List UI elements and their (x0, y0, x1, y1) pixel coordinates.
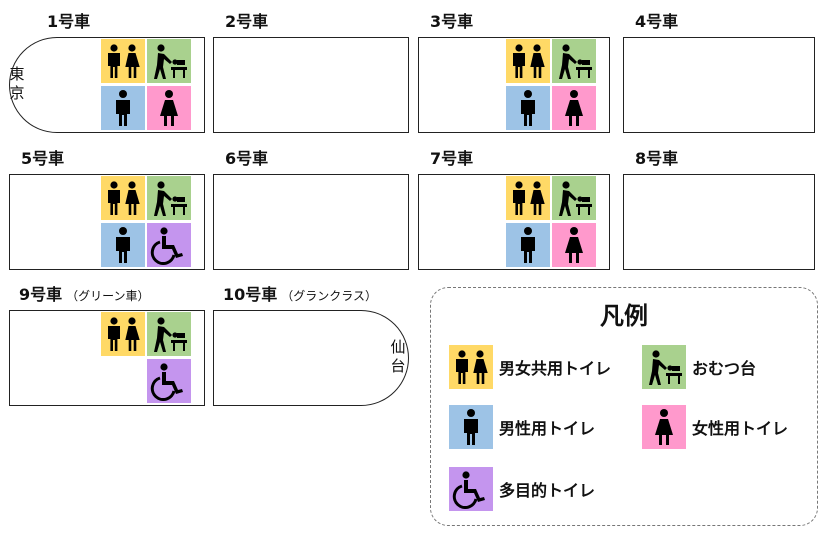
diaper-toilet-icon (147, 312, 191, 356)
male-toilet-icon (101, 223, 145, 267)
legend-label: 男性用トイレ (499, 419, 596, 438)
accessible-icon (449, 467, 493, 511)
unisex-toilet-icon (506, 176, 550, 220)
male-toilet-icon (506, 86, 550, 130)
legend: 凡例 男女共用トイレ おむつ台男性用トイレ 女性用トイレ多目的トイレ (430, 287, 818, 526)
unisex-toilet-icon (101, 176, 145, 220)
car-body (213, 174, 409, 270)
legend-label: おむつ台 (692, 359, 757, 378)
diaper-icon (642, 345, 686, 389)
unisex-toilet-icon (101, 39, 145, 83)
car-number: 10号車 (223, 285, 278, 304)
car-label: 2号車 (225, 13, 268, 31)
car-body (213, 310, 409, 406)
car-number: 9号車 (19, 285, 63, 304)
legend-item-male: 男性用トイレ (449, 405, 595, 449)
car-body (213, 37, 409, 133)
legend-label: 多目的トイレ (499, 481, 596, 500)
car-number: 3号車 (430, 12, 474, 31)
male-icon (449, 405, 493, 449)
legend-label: 男女共用トイレ (499, 359, 612, 378)
car-number: 5号車 (21, 149, 65, 168)
car-number: 7号車 (430, 149, 474, 168)
car-number: 6号車 (225, 149, 269, 168)
car-body (623, 174, 815, 270)
legend-item-accessible: 多目的トイレ (449, 467, 595, 511)
car-number: 8号車 (635, 149, 679, 168)
car-label: 10号車（グランクラス） (223, 286, 377, 305)
car-body (623, 37, 815, 133)
female-toilet-icon (552, 86, 596, 130)
diaper-toilet-icon (552, 176, 596, 220)
legend-label: 女性用トイレ (692, 419, 789, 438)
female-toilet-icon (147, 86, 191, 130)
male-toilet-icon (101, 86, 145, 130)
car-number: 1号車 (47, 12, 91, 31)
accessible-toilet-icon (147, 223, 191, 267)
unisex-toilet-icon (506, 39, 550, 83)
destination-left: 京 (9, 84, 25, 102)
car-label: 9号車（グリーン車） (19, 286, 150, 305)
car-label: 8号車 (635, 150, 678, 168)
car-class: （グランクラス） (281, 289, 378, 303)
legend-item-female: 女性用トイレ (642, 405, 788, 449)
unisex-icon (449, 345, 493, 389)
unisex-toilet-icon (101, 312, 145, 356)
diaper-toilet-icon (147, 176, 191, 220)
female-icon (642, 405, 686, 449)
car-label: 5号車 (21, 150, 64, 168)
car-label: 7号車 (430, 150, 473, 168)
car-number: 4号車 (635, 12, 679, 31)
destination-right: 台 (390, 357, 406, 375)
car-label: 4号車 (635, 13, 678, 31)
destination-left: 東 (9, 65, 25, 83)
legend-item-diaper: おむつ台 (642, 345, 756, 389)
car-label: 3号車 (430, 13, 473, 31)
diaper-toilet-icon (552, 39, 596, 83)
legend-title: 凡例 (600, 302, 648, 330)
female-toilet-icon (552, 223, 596, 267)
destination-right: 仙 (390, 338, 406, 356)
car-label: 6号車 (225, 150, 268, 168)
legend-item-unisex: 男女共用トイレ (449, 345, 611, 389)
car-label: 1号車 (47, 13, 90, 31)
diaper-toilet-icon (147, 39, 191, 83)
accessible-toilet-icon (147, 359, 191, 403)
car-class: （グリーン車） (66, 289, 150, 303)
male-toilet-icon (506, 223, 550, 267)
car-number: 2号車 (225, 12, 269, 31)
